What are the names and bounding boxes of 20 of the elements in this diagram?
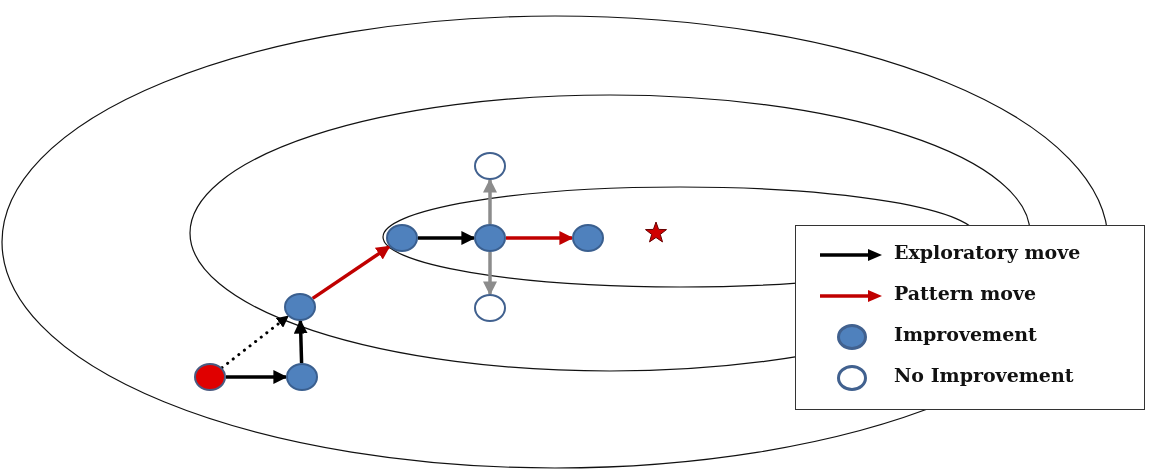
arrow (293, 319, 308, 364)
improvement-point-circle (286, 363, 318, 391)
arrow (506, 231, 574, 245)
improvement-point-circle (284, 293, 316, 321)
legend-label: Exploratory move (894, 241, 1081, 263)
arrow (226, 370, 288, 384)
no-improvement-point-circle (474, 294, 506, 322)
legend-label: Pattern move (894, 282, 1037, 304)
arrow (418, 231, 476, 245)
arrow (483, 178, 497, 224)
improvement-point-circle (386, 224, 418, 252)
dotted-arrow (220, 314, 290, 370)
improvement-point-circle (572, 224, 604, 252)
legend-label: No Improvement (894, 364, 1074, 386)
improvement-point-circle (474, 224, 506, 252)
legend-label: Improvement (894, 323, 1037, 345)
no-improvement-point-circle (474, 152, 506, 180)
arrow (311, 245, 391, 300)
start-point-circle (194, 363, 226, 391)
arrow (483, 252, 497, 296)
